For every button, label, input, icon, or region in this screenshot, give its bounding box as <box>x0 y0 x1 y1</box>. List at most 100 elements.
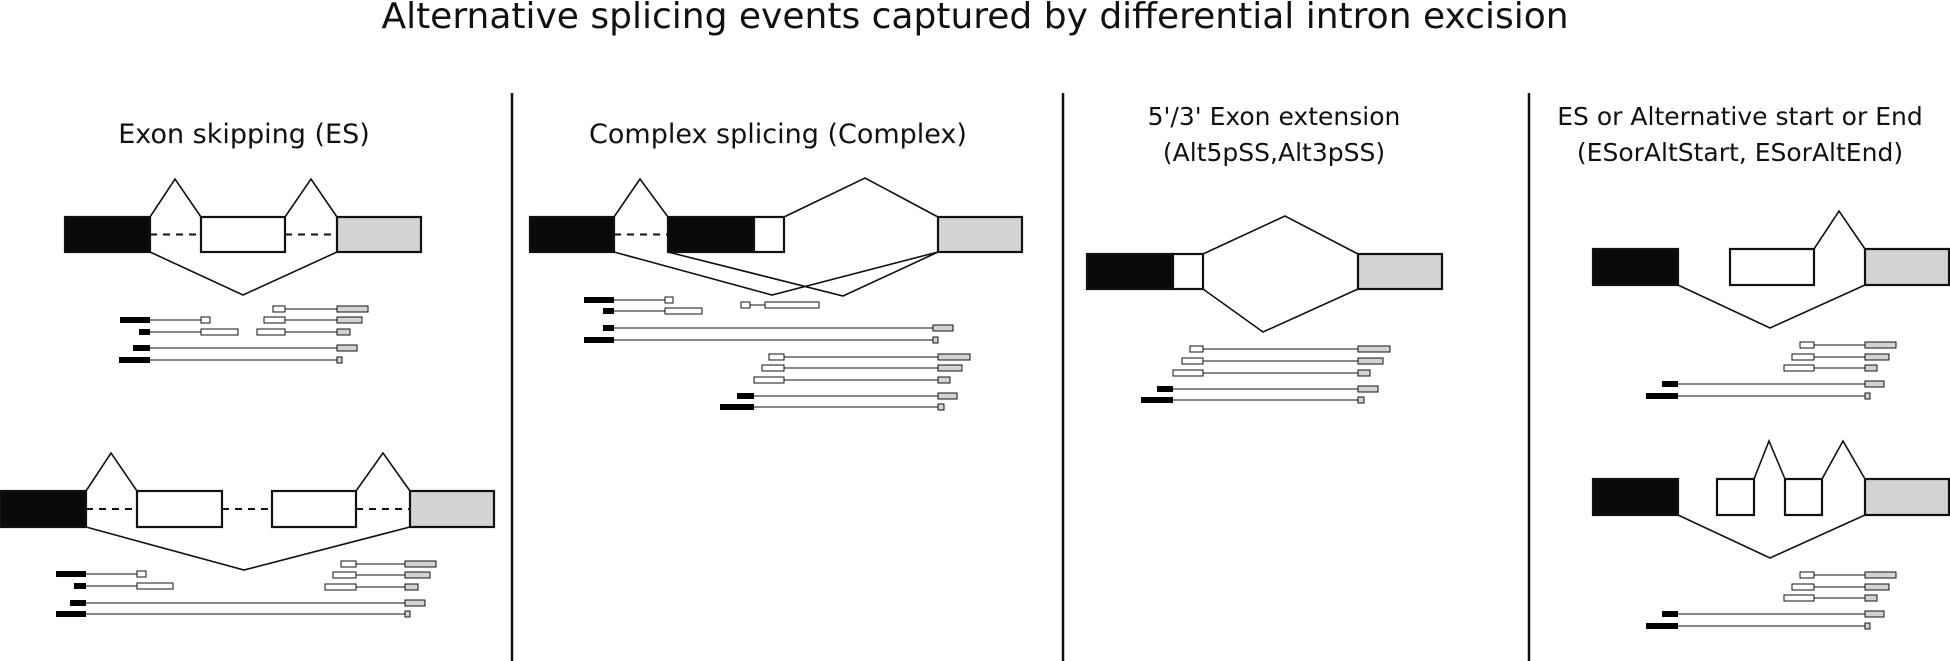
read-pair <box>139 328 239 336</box>
read-pair <box>603 324 954 332</box>
exon-first <box>528 215 616 254</box>
model-esalt-bottom <box>1591 438 1950 559</box>
read-exon-first <box>603 308 614 314</box>
model-es-top <box>63 177 423 296</box>
read-exon-middle <box>1783 594 1815 602</box>
splice-junction <box>1202 215 1359 255</box>
read-exon-last <box>1864 380 1885 388</box>
read-exon-last <box>664 307 703 315</box>
read-exon-last <box>136 582 174 590</box>
read-exon-last <box>937 403 945 411</box>
read-exon-last <box>404 560 437 568</box>
read-pair <box>70 599 426 607</box>
read-exon-first <box>56 611 86 617</box>
read-exon-first <box>584 337 614 343</box>
read-exon-middle <box>332 571 357 579</box>
splice-junction <box>85 451 138 492</box>
read-exon-middle <box>1783 364 1815 372</box>
read-pair <box>133 344 358 352</box>
read-pair <box>740 301 820 309</box>
panel-label-alt53-line1: 5'/3' Exon extension <box>1148 102 1401 131</box>
read-exon-middle <box>1791 583 1815 591</box>
exon-middle <box>752 215 786 254</box>
panel-label-esalt-line1: ES or Alternative start or End <box>1557 102 1922 131</box>
read-exon-last <box>937 392 958 400</box>
read-exon-last <box>336 305 369 313</box>
read-pair <box>584 296 674 304</box>
read-exon-last <box>404 599 426 607</box>
read-pair <box>1646 392 1871 400</box>
read-pair <box>1189 345 1391 353</box>
read-exon-first <box>1646 623 1678 629</box>
exon-last <box>1356 252 1444 291</box>
exon-middle <box>1715 477 1756 517</box>
read-pair <box>1646 622 1871 630</box>
read-exon-middle <box>1799 571 1815 579</box>
read-exon-last <box>1864 353 1890 361</box>
read-pair <box>720 403 945 411</box>
read-pair <box>1662 610 1885 618</box>
model-alt53 <box>1085 215 1444 333</box>
read-pair <box>120 316 211 324</box>
exon-last <box>936 215 1024 254</box>
read-pair <box>1181 357 1384 365</box>
read-exon-last <box>404 571 431 579</box>
read-exon-first <box>1141 397 1173 403</box>
read-pair <box>768 353 971 361</box>
read-exon-first <box>133 345 150 351</box>
read-exon-last <box>404 610 411 618</box>
splice-junction <box>613 251 939 296</box>
panel-label-es: Exon skipping (ES) <box>118 119 370 150</box>
read-pair <box>1791 583 1890 591</box>
read-exon-last <box>937 364 963 372</box>
exon-last <box>335 215 423 254</box>
read-exon-last <box>1864 622 1871 630</box>
exon-first <box>0 489 88 529</box>
read-exon-last <box>1357 396 1365 404</box>
splice-junction <box>355 451 411 492</box>
exon-middle <box>270 489 358 529</box>
exon-middle <box>199 215 287 254</box>
reads-esalt-top <box>1646 341 1897 400</box>
splice-junction <box>149 251 338 296</box>
read-exon-first <box>56 571 86 577</box>
splice-junction <box>1202 288 1359 333</box>
read-pair <box>1791 353 1890 361</box>
read-exon-last <box>1357 369 1371 377</box>
read-pair <box>1662 380 1885 388</box>
read-exon-middle <box>263 316 286 324</box>
read-exon-last <box>932 336 939 344</box>
read-pair <box>324 583 419 591</box>
panel-label-alt53-line2: (Alt5pSS,Alt3pSS) <box>1163 138 1385 167</box>
read-exon-last <box>1864 594 1878 602</box>
model-esalt-top <box>1591 209 1950 329</box>
read-exon-last <box>136 570 147 578</box>
read-pair <box>1172 369 1371 377</box>
splice-junction <box>1813 209 1866 250</box>
read-exon-last <box>1864 392 1871 400</box>
read-pair <box>56 610 411 618</box>
exon-first <box>63 215 152 254</box>
isoform-reads <box>56 296 1897 630</box>
read-pair <box>119 356 343 364</box>
read-pair <box>1783 594 1878 602</box>
splice-junction <box>284 177 338 218</box>
read-pair <box>1157 385 1379 393</box>
read-exon-middle <box>768 353 785 361</box>
read-pair <box>332 571 431 579</box>
read-exon-last <box>336 356 343 364</box>
read-exon-last <box>937 376 951 384</box>
read-pair <box>1799 571 1897 579</box>
read-pair <box>272 305 369 313</box>
read-exon-first <box>603 325 614 331</box>
read-exon-last <box>937 353 971 361</box>
read-exon-middle <box>1189 345 1204 353</box>
read-exon-first <box>74 583 86 589</box>
reads-es-top <box>119 305 369 364</box>
reads-alt53 <box>1141 345 1391 404</box>
splice-junction <box>613 177 669 218</box>
splice-junction <box>1677 514 1866 559</box>
read-pair <box>753 376 951 384</box>
read-exon-middle <box>272 305 286 313</box>
